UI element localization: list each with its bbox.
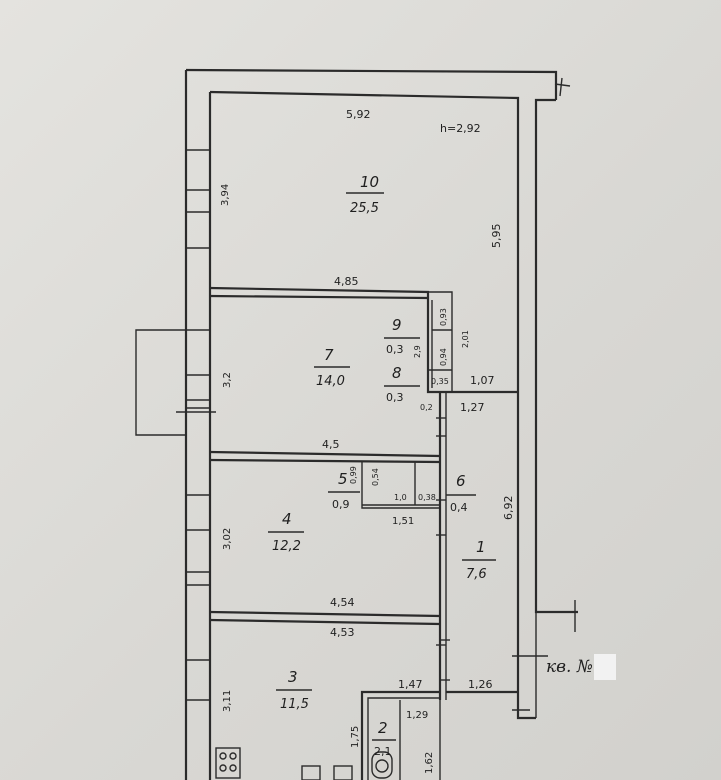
tick-marks [436,417,450,681]
apartment-label: кв. № [546,657,593,677]
dim-closet-c: 2,9 [413,345,422,358]
room-6-number: 6 [456,472,466,490]
room-1-area: 7,6 [466,567,487,582]
room-8-number: 8 [392,364,402,382]
dim-right-room10: 5,95 [490,224,503,249]
dim-bath-side: 1,75 [350,726,361,748]
dim-closet-b: 0,35 [431,377,449,386]
sink [301,765,353,780]
interior-walls [209,286,576,780]
dim-room5-d: 0,38 [418,493,436,502]
bath-fixtures [371,751,393,779]
dim-room3-top-b: 4,53 [330,626,355,639]
kitchen-stove [215,747,241,779]
room-8-area: 0,3 [386,391,404,404]
dim-corridor-b: 1,27 [460,401,485,414]
dim-room4-top: 4,5 [322,438,340,451]
dim-room5-bottom: 1,51 [392,516,414,527]
dim-corridor-bottom: 1,26 [468,678,493,691]
room-7-number: 7 [324,346,334,364]
dim-left-room10: 3,94 [220,184,231,206]
ceiling-height: h=2,92 [440,122,481,135]
dim-room5-a: 0,99 [349,466,358,484]
room-7-area: 14,0 [316,374,345,389]
room-6-area: 0,4 [450,501,468,514]
dim-left-room7: 3,2 [222,372,233,388]
outer-walls [184,68,578,780]
dim-corridor-a: 1,07 [470,374,495,387]
room-3-number: 3 [288,668,298,686]
room-10-number: 10 [360,173,379,191]
dim-room5-c: 1,0 [394,493,407,502]
dim-closet-side: 2,01 [461,330,470,348]
room-2-area: 2,1 [374,745,392,758]
dim-closet-a: 0,94 [439,348,448,366]
dim-left-room4: 3,02 [222,528,233,550]
room-4-area: 12,2 [272,539,301,554]
dim-room5-b: 0,54 [371,468,380,486]
windows [135,149,216,701]
room-4-number: 4 [282,510,292,528]
redacted-apartment-number [594,654,616,680]
dim-bath-inner: 1,29 [406,710,428,721]
room-1-number: 1 [476,538,486,556]
dim-corridor-length: 6,92 [502,496,515,521]
dim-left-room3: 3,11 [222,690,233,712]
room-9-number: 9 [392,316,402,334]
room-3-area: 11,5 [280,697,309,712]
dim-room7-top: 4,85 [334,275,359,288]
dim-closet-top: 0,93 [439,308,448,326]
dim-bath-top: 1,47 [398,678,423,691]
dim-room3-top-a: 4,54 [330,596,355,609]
room-10-area: 25,5 [350,201,379,216]
room-2-number: 2 [378,719,388,737]
dim-top: 5,92 [346,108,371,121]
room-5-number: 5 [338,470,348,488]
room-9-area: 0,3 [386,343,404,356]
room-5-area: 0,9 [332,498,350,511]
dim-corridor-wall: 0,2 [420,403,433,412]
dim-bath-small: 1,62 [424,752,435,774]
